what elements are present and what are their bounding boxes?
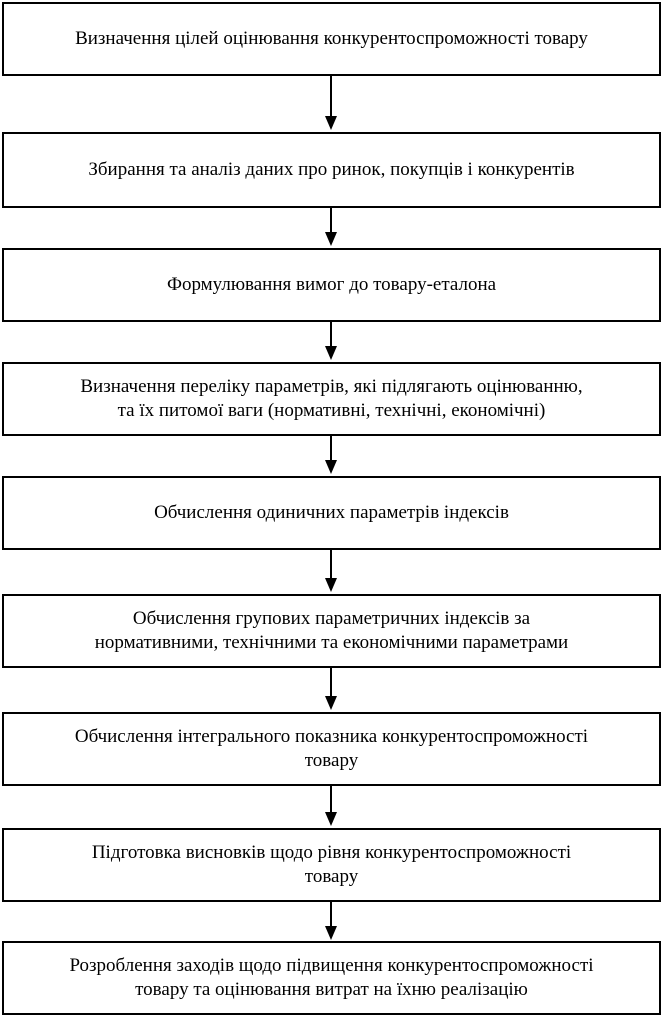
step-1-text: Визначення цілей оцінювання конкурентосп…: [75, 28, 588, 49]
step-2-box: Збирання та аналіз даних про ринок, поку…: [2, 132, 661, 208]
arrow-1-to-2: [325, 76, 337, 130]
arrow-4-to-5: [325, 436, 337, 474]
step-4-text: Визначення переліку параметрів, які підл…: [80, 376, 583, 421]
arrow-7-to-8: [325, 786, 337, 826]
step-6-box: Обчислення групових параметричних індекс…: [2, 594, 661, 668]
arrow-2-to-3: [325, 208, 337, 246]
step-9-text: Розроблення заходів щодо підвищення конк…: [69, 955, 594, 1000]
step-9-box: Розроблення заходів щодо підвищення конк…: [2, 941, 661, 1015]
step-5-text: Обчислення одиничних параметрів індексів: [154, 502, 509, 523]
step-7-text: Обчислення інтегрального показника конку…: [74, 726, 589, 771]
step-2-text: Збирання та аналіз даних про ринок, поку…: [88, 159, 575, 180]
step-3-box: Формулювання вимог до товару-еталона: [2, 248, 661, 322]
step-6-text: Обчислення групових параметричних індекс…: [94, 608, 569, 653]
step-3-text: Формулювання вимог до товару-еталона: [166, 274, 497, 295]
arrow-8-to-9: [325, 902, 337, 940]
arrow-3-to-4: [325, 322, 337, 360]
arrow-5-to-6: [325, 550, 337, 592]
step-8-text: Підготовка висновків щодо рівня конкурен…: [91, 842, 572, 887]
step-5-box: Обчислення одиничних параметрів індексів: [2, 476, 661, 550]
step-4-box: Визначення переліку параметрів, які підл…: [2, 362, 661, 436]
step-8-box: Підготовка висновків щодо рівня конкурен…: [2, 828, 661, 902]
arrow-6-to-7: [325, 668, 337, 710]
step-1-box: Визначення цілей оцінювання конкурентосп…: [2, 2, 661, 76]
step-7-box: Обчислення інтегрального показника конку…: [2, 712, 661, 786]
